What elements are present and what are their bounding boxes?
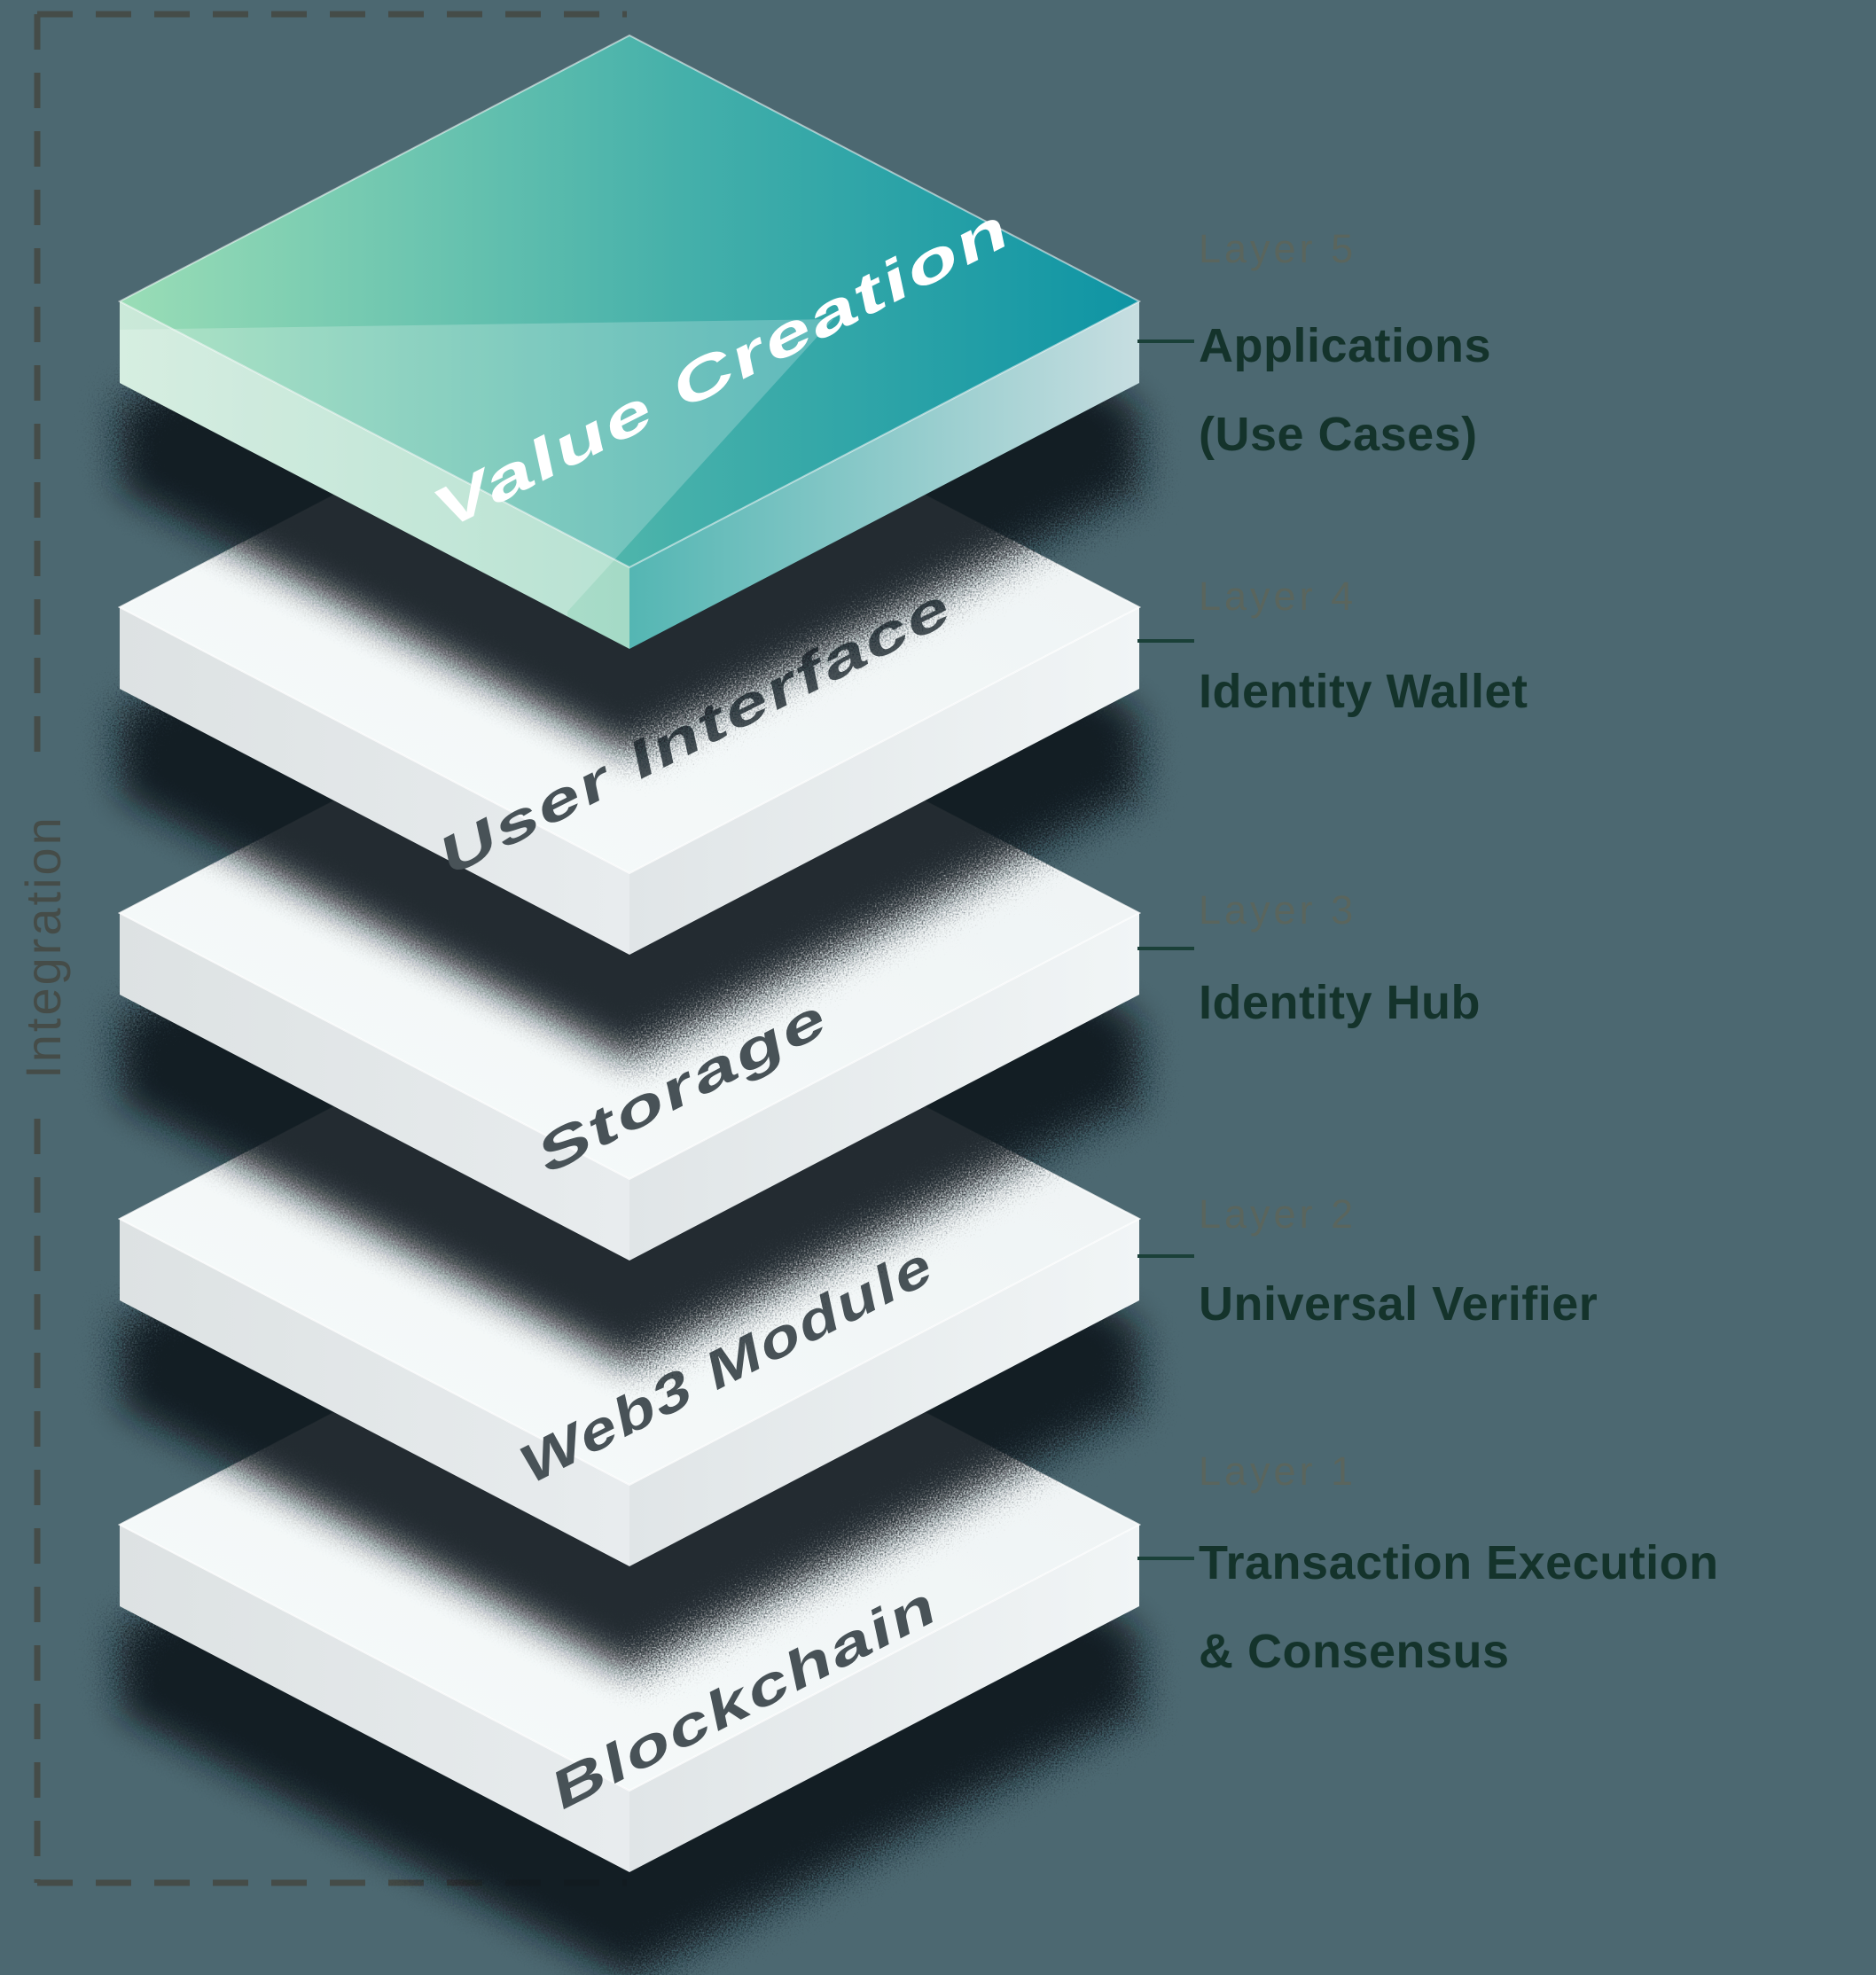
layer-4-title-line-1: Identity Wallet [1199, 665, 1528, 718]
layer-1-title-line-2: & Consensus [1199, 1625, 1510, 1678]
slab-layer-5: Value Creation [117, 34, 1142, 755]
layer-1-label: Layer 1 [1199, 1448, 1356, 1494]
layer-3-title-line-1: Identity Hub [1199, 976, 1481, 1029]
layer-3-label: Layer 3 [1199, 887, 1356, 933]
slab-4-right-face [629, 607, 1139, 955]
slab-5-left-face [120, 301, 629, 649]
layer-5-title-line-1: Applications [1199, 319, 1491, 372]
slab-1-left-face [120, 1525, 629, 1872]
slab-2-left-face [120, 1219, 629, 1566]
layer-5-title-line-2: (Use Cases) [1199, 408, 1478, 461]
slab-3-left-face [120, 913, 629, 1261]
integration-label: Integration [15, 815, 71, 1079]
slab-5-right-face [629, 301, 1139, 649]
layer-2-label: Layer 2 [1199, 1191, 1356, 1237]
layer-4-label: Layer 4 [1199, 574, 1356, 619]
layer-5-label: Layer 5 [1199, 226, 1356, 271]
annotation-ticks [1137, 340, 1194, 1560]
slab-2-right-face [629, 1219, 1139, 1566]
slab-5-top-face [117, 34, 1142, 569]
layer-2-title-line-1: Universal Verifier [1199, 1277, 1598, 1331]
slab-1-right-face [629, 1525, 1139, 1872]
layer-1-title-line-1: Transaction Execution [1199, 1536, 1719, 1589]
layer-annotations: Layer 5 Applications (Use Cases) Layer 4… [1137, 226, 1719, 1678]
slab-3-right-face [629, 913, 1139, 1261]
slab-4-left-face [120, 607, 629, 955]
